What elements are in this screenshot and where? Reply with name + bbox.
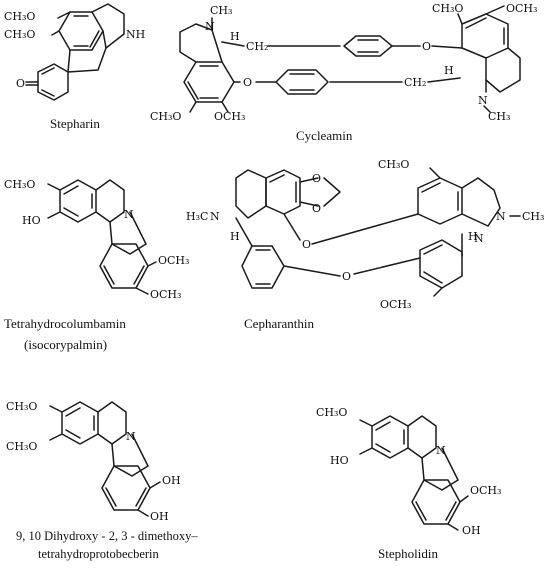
thc-oh: HO <box>22 214 41 227</box>
stepholidin-structure: CH₃O HO N OCH₃ OH Stepholidin <box>316 406 501 561</box>
stepholidin-caption: Stepholidin <box>378 546 438 561</box>
stepharin-ome1: CH₃O <box>4 10 35 23</box>
stepholidin-ome2: OCH₃ <box>470 484 501 497</box>
cycleamin-ome-tr1: CH₃O <box>432 2 463 15</box>
ceph-o1: O <box>312 172 321 185</box>
ceph-o2: O <box>312 202 321 215</box>
thc-ome3: OCH₃ <box>150 288 181 301</box>
ceph-caption: Cepharanthin <box>244 316 315 331</box>
cycleamin-ch2-bot: CH₂ <box>404 76 426 89</box>
ceph-n-right: N <box>496 210 506 223</box>
ceph-ch3-right: CH₃ <box>522 210 544 223</box>
dihydroxy-caption: 9, 10 Dihydroxy - 2, 3 - dimethoxy– <box>16 529 198 543</box>
dihydroxy-n: N <box>126 430 136 443</box>
cycleamin-ch3-bot: CH₃ <box>488 110 510 123</box>
ceph-n-small: N <box>474 232 484 245</box>
cycleamin-ome-bl1: CH₃O <box>150 110 181 123</box>
ceph-h-left: H <box>230 230 240 243</box>
tetrahydrocolumbamin-structure: CH₃O HO N OCH₃ OCH₃ Tetrahydrocolumbamin… <box>4 178 189 352</box>
cycleamin-n-bot: N <box>478 94 488 107</box>
cycleamin-ome-bl2: OCH₃ <box>214 110 245 123</box>
thc-caption: Tetrahydrocolumbamin <box>4 316 126 331</box>
thc-ome1: CH₃O <box>4 178 35 191</box>
cycleamin-n-top: N <box>205 20 215 33</box>
thc-n: N <box>124 208 134 221</box>
dihydroxy-subcaption: tetrahydroprotobecberin <box>38 547 160 561</box>
cycleamin-structure: N CH₃ H CH₂ O CH₃O OCH₃ H N CH₃ CH₂ O <box>150 2 537 143</box>
thc-subcaption: (isocorypalmin) <box>24 337 107 352</box>
stepholidin-oh2: OH <box>462 524 481 537</box>
dihydroxy-ome1: CH₃O <box>6 400 37 413</box>
dihydroxy-oh1: OH <box>162 474 181 487</box>
ceph-h3c: H₃C <box>186 210 208 223</box>
ceph-n-left: N <box>210 210 220 223</box>
dihydroxy-oh2: OH <box>150 510 169 523</box>
cycleamin-ome-tr2: OCH₃ <box>506 2 537 15</box>
stepholidin-ome1: CH₃O <box>316 406 347 419</box>
cycleamin-ch2-top: CH₂ <box>246 40 268 53</box>
cycleamin-ch3-top: CH₃ <box>210 4 232 17</box>
stepharin-structure: CH₃O CH₃O NH O Stepharin <box>4 3 145 131</box>
cycleamin-o-top: O <box>422 40 431 53</box>
dihydroxy-ome2: CH₃O <box>6 440 37 453</box>
thc-ome2: OCH₃ <box>158 254 189 267</box>
stepholidin-oh1: HO <box>330 454 349 467</box>
cycleamin-h-top: H <box>230 30 240 43</box>
ceph-o4: O <box>342 270 351 283</box>
stepharin-ome2: CH₃O <box>4 28 35 41</box>
stepholidin-n: N <box>436 444 446 457</box>
ceph-ome-bottom: OCH₃ <box>380 298 411 311</box>
cepharanthin-structure: H₃C N H O O O O CH₃O N CH₃ N H <box>186 158 544 331</box>
stepharin-oxo: O <box>16 77 25 90</box>
stepharin-nh: NH <box>126 28 145 41</box>
cycleamin-caption: Cycleamin <box>296 128 353 143</box>
dihydroxy-structure: CH₃O CH₃O N OH OH 9, 10 Dihydroxy - 2, 3… <box>6 400 198 561</box>
stepharin-caption: Stepharin <box>50 116 100 131</box>
cycleamin-h-bot: H <box>444 64 454 77</box>
cycleamin-o-mid: O <box>243 76 252 89</box>
ceph-o3: O <box>302 238 311 251</box>
ceph-h-small: H <box>468 230 478 243</box>
ceph-ch3o: CH₃O <box>378 158 409 171</box>
